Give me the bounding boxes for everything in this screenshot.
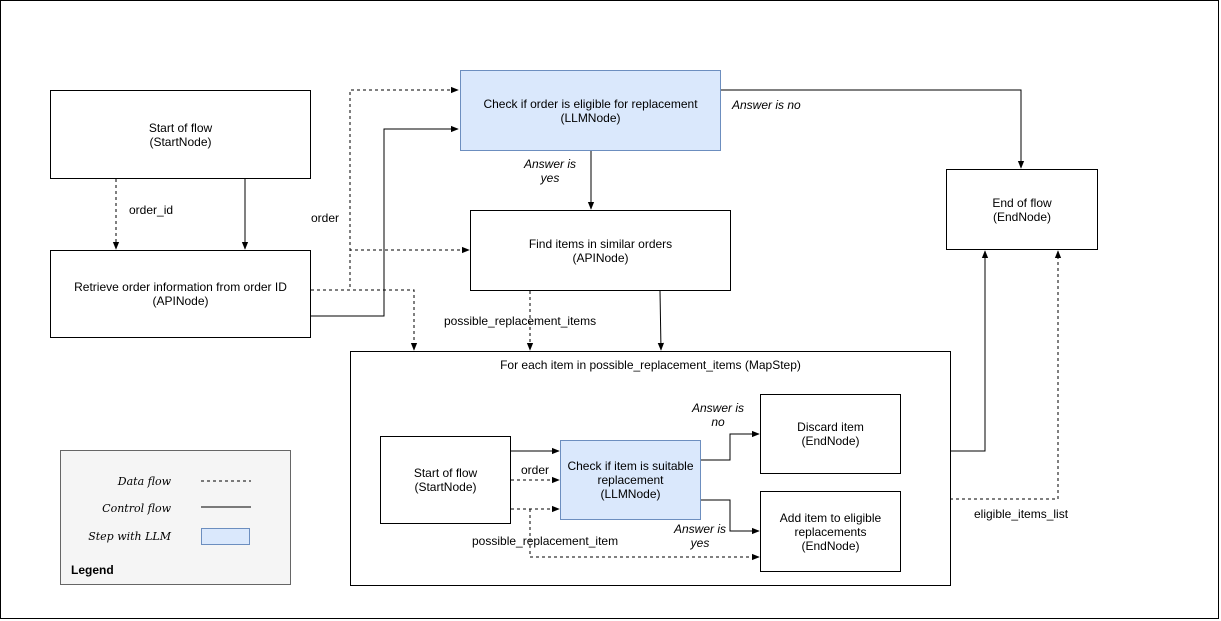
node-start-of-flow: Start of flow (StartNode) bbox=[50, 90, 311, 179]
node-inner-start: Start of flow (StartNode) bbox=[380, 436, 511, 524]
node-label-2: replacements bbox=[794, 524, 867, 539]
label-line: yes bbox=[690, 536, 710, 550]
node-end-of-flow: End of flow (EndNode) bbox=[946, 169, 1098, 250]
legend: Data flow Control flow Step with LLM Leg… bbox=[60, 450, 291, 585]
legend-llm-swatch bbox=[201, 528, 250, 545]
node-type: (EndNode) bbox=[801, 538, 860, 553]
label-line: Answer is bbox=[523, 157, 576, 171]
label-line: Answer is bbox=[673, 522, 726, 536]
node-type: (StartNode) bbox=[414, 480, 477, 494]
node-type: (LLMNode) bbox=[600, 487, 661, 501]
node-check-eligible: Check if order is eligible for replaceme… bbox=[460, 70, 721, 151]
legend-control-flow-label: Control flow bbox=[102, 502, 171, 515]
node-type: (APINode) bbox=[152, 294, 209, 308]
node-label: Retrieve order information from order ID bbox=[74, 280, 287, 294]
map-step-container: For each item in possible_replacement_it… bbox=[350, 351, 951, 586]
node-discard-item: Discard item (EndNode) bbox=[760, 394, 901, 474]
node-type: (APINode) bbox=[572, 250, 629, 265]
node-add-item: Add item to eligible replacements (EndNo… bbox=[760, 491, 901, 572]
node-label: Add item to eligible bbox=[779, 510, 882, 525]
legend-title: Legend bbox=[71, 563, 114, 577]
map-step-title: For each item in possible_replacement_it… bbox=[500, 358, 801, 372]
label-order-id: order_id bbox=[129, 203, 174, 217]
node-label: Check if item is suitable bbox=[567, 459, 694, 473]
legend-data-flow-label: Data flow bbox=[117, 475, 171, 488]
label-line: no bbox=[711, 415, 725, 429]
node-label: Discard item bbox=[797, 420, 864, 434]
node-label: Start of flow bbox=[148, 120, 213, 135]
node-find-items: Find items in similar orders (APINode) bbox=[470, 210, 731, 291]
label-order: order bbox=[311, 211, 340, 225]
node-check-suitable: Check if item is suitable replacement (L… bbox=[560, 440, 701, 520]
legend-data-flow-line bbox=[201, 480, 251, 482]
label-answer-no-top: Answer is no bbox=[732, 98, 801, 112]
node-label-2: replacement bbox=[597, 473, 664, 487]
node-type: (LLMNode) bbox=[560, 110, 621, 125]
label-answer-yes-inner: Answer is yes bbox=[670, 522, 730, 550]
node-type: (StartNode) bbox=[149, 134, 212, 149]
label-line: Answer is bbox=[691, 401, 744, 415]
label-line: yes bbox=[540, 171, 560, 185]
label-possible-replacement-items: possible_replacement_items bbox=[444, 314, 597, 328]
legend-control-flow-line bbox=[201, 506, 251, 508]
label-answer-yes-top: Answer is yes bbox=[520, 157, 580, 185]
label-inner-order: order bbox=[521, 463, 550, 477]
node-label: Find items in similar orders bbox=[528, 236, 673, 251]
node-retrieve-order: Retrieve order information from order ID… bbox=[50, 250, 311, 338]
label-answer-no-inner: Answer is no bbox=[688, 401, 748, 429]
label-possible-replacement-item: possible_replacement_item bbox=[472, 534, 619, 548]
node-type: (EndNode) bbox=[992, 209, 1052, 224]
node-label: Check if order is eligible for replaceme… bbox=[483, 96, 698, 111]
node-type: (EndNode) bbox=[801, 434, 860, 448]
node-label: Start of flow bbox=[413, 466, 478, 480]
label-eligible-items-list: eligible_items_list bbox=[974, 507, 1069, 521]
legend-llm-label: Step with LLM bbox=[88, 530, 171, 543]
node-label: End of flow bbox=[992, 195, 1052, 210]
